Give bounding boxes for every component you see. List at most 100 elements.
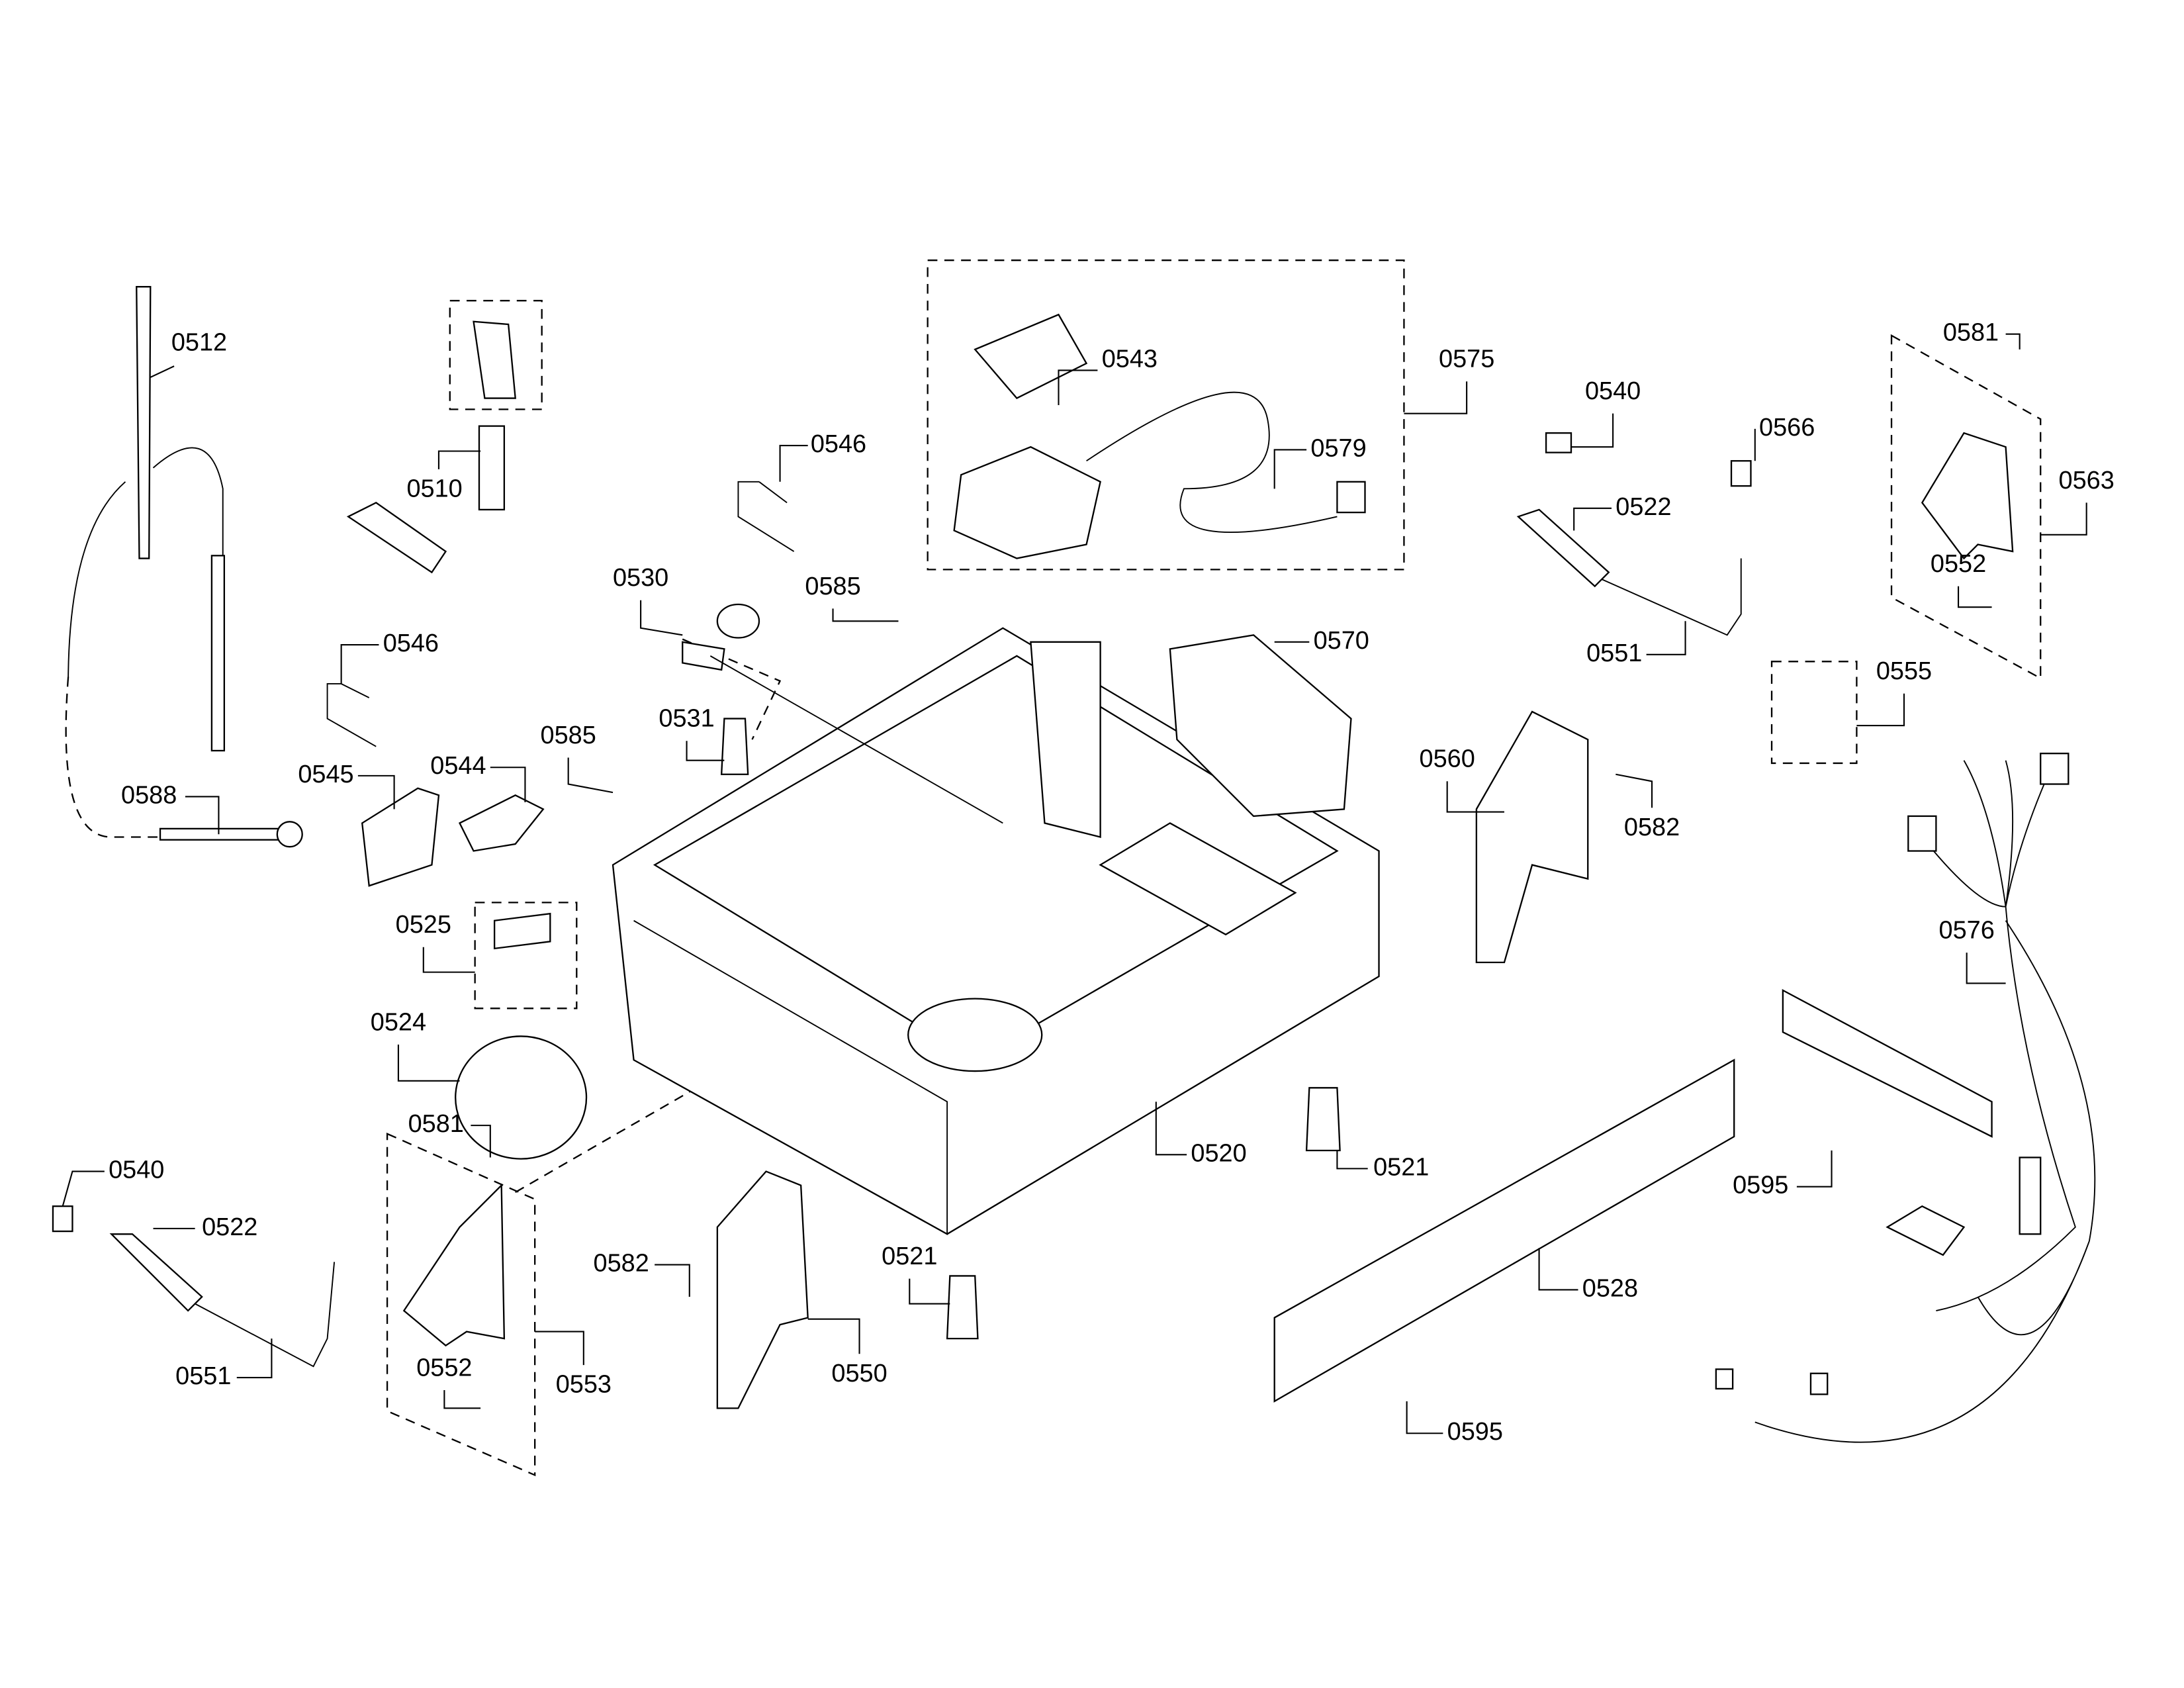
base-tub-0520	[612, 627, 1380, 1235]
leader-line-0521	[909, 1278, 950, 1305]
leader-line-0551	[1646, 621, 1686, 655]
leader-line-0552	[1958, 586, 1992, 608]
leader-line-0582	[1615, 773, 1653, 808]
cable-0551-b	[1601, 558, 1742, 636]
leader-line-0588	[185, 796, 220, 835]
leader-line-0512	[150, 365, 175, 378]
leader-line-0585	[832, 608, 899, 622]
cable-0530	[709, 655, 1003, 824]
callout-0551: 0551	[1586, 639, 1642, 667]
leader-line-0582	[655, 1264, 690, 1297]
part-0510-top	[473, 320, 516, 399]
leader-line-0543	[1058, 369, 1098, 406]
callout-0525: 0525	[396, 911, 451, 939]
leader-line-0540	[62, 1170, 105, 1207]
valve-0510	[346, 502, 447, 574]
leader-line-0544	[490, 767, 526, 802]
callout-0545: 0545	[298, 761, 353, 788]
spray-arm-0512	[136, 286, 152, 559]
callout-0531: 0531	[659, 705, 714, 733]
group-box-0555	[1770, 661, 1858, 765]
callout-0581: 0581	[1943, 319, 1999, 347]
wire-harness-0576	[1715, 753, 2096, 1443]
leader-line-0563	[2040, 502, 2087, 536]
callout-0550: 0550	[831, 1360, 887, 1387]
callout-0530: 0530	[613, 564, 668, 592]
foot-0531	[720, 718, 749, 775]
leader-line-0540	[1570, 413, 1614, 448]
spring-0522-b	[1516, 508, 1610, 588]
part-0540-b	[1545, 432, 1572, 453]
callout-0521: 0521	[1373, 1153, 1429, 1181]
callout-0540: 0540	[1585, 377, 1641, 405]
callout-0570: 0570	[1314, 627, 1369, 655]
group-box-0553	[386, 1132, 536, 1477]
hinge-0550	[716, 1170, 809, 1409]
callout-0552: 0552	[1931, 550, 1986, 578]
bracket-0546-a	[737, 481, 795, 552]
leader-line-0525	[422, 947, 475, 973]
hinge-0553	[402, 1183, 506, 1347]
leader-line-0531	[686, 741, 725, 761]
callout-0546: 0546	[383, 630, 439, 657]
tube-0588	[210, 555, 225, 752]
callout-0546: 0546	[811, 430, 866, 458]
callout-labels: 0512 0510 0546 0546 0530 0585 0585 0531 0545 0544…	[109, 319, 2115, 1446]
disc-0524	[455, 1035, 588, 1160]
leader-line-0545	[357, 774, 395, 810]
leader-line-0581	[2005, 333, 2021, 350]
callout-0543: 0543	[1102, 346, 1158, 373]
leader-line-0595	[1796, 1150, 1833, 1188]
callout-0544: 0544	[430, 752, 486, 780]
leader-line-0552	[443, 1390, 481, 1409]
leader-line-0575	[1404, 381, 1468, 414]
callout-0581: 0581	[408, 1110, 464, 1138]
spring-0530	[682, 641, 725, 671]
hose-0512	[68, 447, 224, 677]
callout-0585: 0585	[541, 722, 596, 749]
callout-0579: 0579	[1310, 434, 1366, 462]
callout-0582: 0582	[594, 1250, 649, 1278]
callout-0582: 0582	[1624, 814, 1680, 841]
group-box-0575	[927, 259, 1405, 571]
tube-0588b	[159, 827, 287, 841]
leader-line-0528	[1538, 1248, 1578, 1291]
part-0545	[361, 787, 440, 887]
hose-0510	[478, 425, 506, 511]
hinge-0563	[1921, 432, 2014, 560]
leader-line-0595	[1406, 1401, 1443, 1434]
group-box-0525	[474, 902, 578, 1009]
callout-0524: 0524	[371, 1008, 426, 1036]
leader-line-0581	[471, 1125, 491, 1158]
callout-0595: 0595	[1447, 1418, 1503, 1446]
cable-0551-a	[195, 1262, 336, 1368]
callout-0520: 0520	[1191, 1139, 1246, 1167]
leader-line-0576	[1966, 953, 2006, 984]
bracket-0546-b	[326, 683, 377, 747]
callout-0551: 0551	[175, 1362, 231, 1390]
callout-0522: 0522	[1615, 493, 1671, 521]
callout-0576: 0576	[1939, 917, 1995, 945]
callout-0575: 0575	[1439, 346, 1494, 373]
leader-line-0579	[1273, 449, 1307, 489]
leader-line-0551	[236, 1338, 273, 1379]
callout-0585: 0585	[805, 573, 860, 600]
leader-line-0530	[640, 600, 683, 636]
foot-0521-a	[1305, 1087, 1341, 1152]
callout-0512: 0512	[171, 328, 227, 356]
callout-0566: 0566	[1759, 414, 1815, 442]
pulley-0530	[716, 603, 760, 639]
leader-line-0550	[807, 1318, 860, 1354]
callout-0555: 0555	[1876, 657, 1932, 685]
hinge-0560	[1475, 710, 1589, 964]
leader-line-0555	[1856, 693, 1905, 727]
callout-0553: 0553	[556, 1371, 612, 1399]
spring-0522-a	[109, 1233, 203, 1312]
callout-0521: 0521	[882, 1243, 937, 1270]
callout-0560: 0560	[1420, 745, 1475, 773]
leader-line-0522	[1573, 507, 1612, 531]
callout-0510: 0510	[406, 475, 462, 502]
leader-line-0520	[1155, 1102, 1187, 1156]
callout-0588: 0588	[121, 781, 177, 809]
